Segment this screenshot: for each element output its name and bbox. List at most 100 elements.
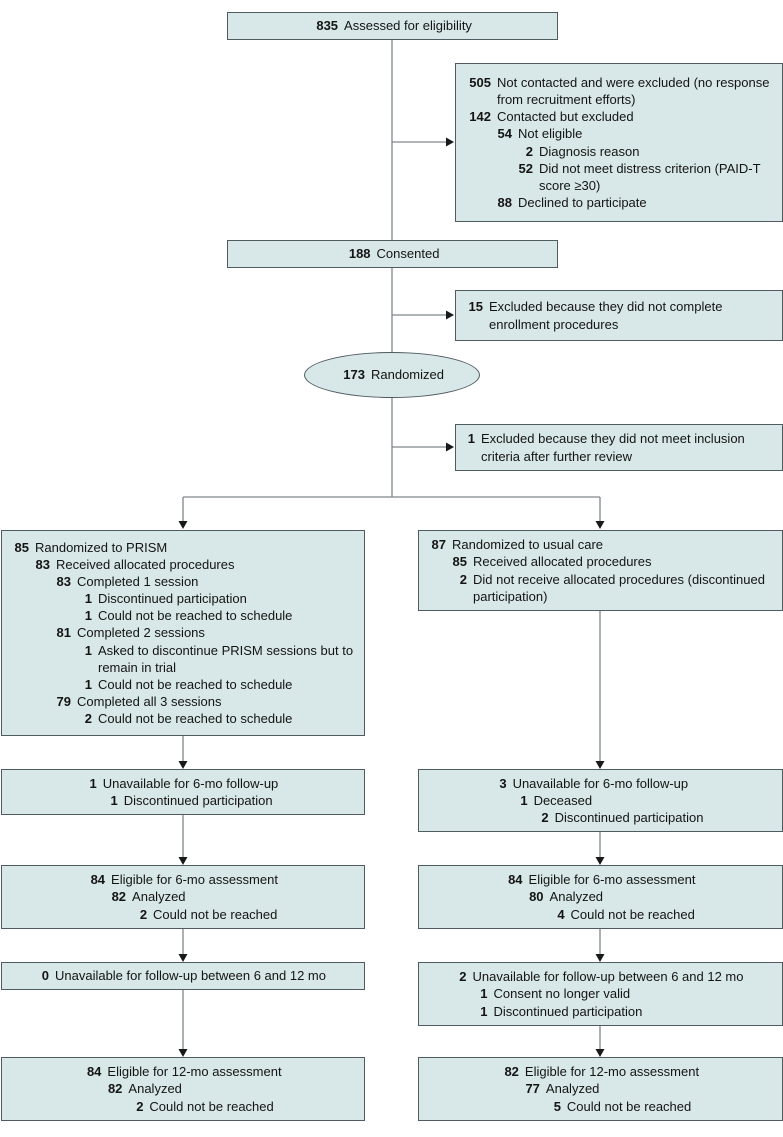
label: Discontinued participation	[123, 793, 273, 808]
count: 1	[84, 591, 92, 607]
label: Could not be reached	[149, 1098, 274, 1114]
flow-line: 79 Completed all 3 sessions	[54, 693, 354, 710]
label: Randomized to PRISM	[35, 539, 168, 555]
label: Completed all 3 sessions	[77, 694, 222, 710]
label: Received allocated procedures	[473, 554, 652, 570]
count: 52	[518, 160, 533, 176]
flow-line: 188 Consented	[346, 245, 440, 262]
count: 1	[84, 642, 92, 658]
flow-line: 54 Not eligible	[487, 125, 772, 142]
label: Could not be reached	[570, 906, 695, 922]
count: 5	[553, 1098, 561, 1114]
count: 2	[459, 969, 467, 985]
count: 88	[497, 194, 512, 210]
count: 4	[557, 906, 565, 922]
count: 0	[41, 968, 49, 984]
label: Analyzed	[545, 1081, 600, 1097]
flow-line: 87 Randomized to usual care	[429, 536, 772, 553]
count: 1	[84, 676, 92, 692]
flow-line: 2 Could not be reached to schedule	[75, 710, 354, 727]
label: Unavailable for 6-mo follow-up	[512, 775, 689, 791]
count: 188	[348, 246, 371, 262]
label: Unavailable for 6-mo follow-up	[102, 775, 279, 791]
count: 54	[497, 126, 512, 142]
count: 1	[467, 431, 475, 447]
label: Randomized to usual care	[452, 537, 604, 553]
flow-line: 82 Analyzed	[109, 888, 278, 905]
flow-line: 142 Contacted but excluded	[466, 108, 772, 125]
label: Could not be reached to schedule	[98, 608, 293, 624]
count: 82	[504, 1064, 519, 1080]
label: Deceased	[533, 792, 593, 808]
count: 84	[90, 872, 106, 888]
count: 1	[110, 793, 118, 808]
label: Could not be reached to schedule	[98, 711, 293, 727]
label: Consented	[376, 246, 440, 262]
count: 85	[452, 554, 467, 570]
flow-line: 83 Completed 1 session	[54, 573, 354, 590]
count: 87	[431, 537, 446, 553]
count: 1	[480, 986, 488, 1002]
label: Did not meet distress criterion (PAID-T …	[539, 160, 761, 193]
count: 142	[469, 109, 491, 125]
count: 173	[343, 367, 365, 383]
count: 835	[316, 18, 339, 34]
label: Discontinued participation	[554, 810, 704, 826]
label: Unavailable for follow-up between 6 and …	[472, 969, 744, 985]
label: Not eligible	[518, 126, 583, 142]
count: 83	[56, 573, 71, 589]
count: 2	[84, 711, 92, 727]
label: Completed 1 session	[77, 573, 199, 589]
label: Asked to discontinue PRISM sessions but …	[98, 642, 354, 675]
label: Analyzed	[132, 889, 186, 905]
label: Eligible for 12-mo assessment	[107, 1064, 282, 1080]
label: Could not be reached	[153, 906, 278, 922]
box-usual-care-allocation: 87 Randomized to usual care 85 Received al…	[418, 530, 783, 611]
count: 1	[84, 608, 92, 624]
label: Eligible for 6-mo assessment	[528, 872, 696, 888]
flow-line: 52 Did not meet distress criterion (PAID-…	[508, 160, 772, 194]
count: 82	[111, 889, 127, 905]
box-consented: 188 Consented	[227, 240, 558, 268]
count: 81	[56, 625, 71, 641]
count: 83	[35, 556, 50, 572]
count: 79	[56, 694, 71, 710]
label: Contacted but excluded	[497, 109, 634, 125]
count: 2	[525, 143, 533, 159]
count: 15	[468, 299, 483, 315]
flow-line: 1 Discontinued participation	[109, 792, 279, 809]
count: 84	[86, 1064, 102, 1080]
